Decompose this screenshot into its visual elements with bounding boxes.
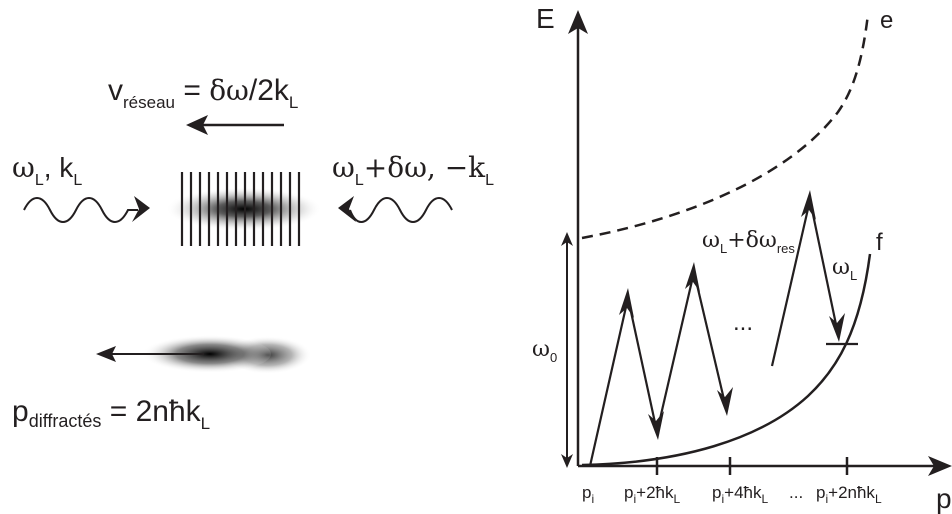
transition-up-1 <box>588 297 630 467</box>
x-ticks <box>655 457 849 475</box>
transition-up-n <box>770 199 812 367</box>
tick-label-ellipsis: ... <box>789 483 803 502</box>
tick-label-pi: pi <box>582 483 594 506</box>
transitions-ellipsis: ... <box>733 309 753 336</box>
excited-state-curve <box>581 13 870 240</box>
lattice-velocity-arrowhead <box>186 115 208 135</box>
transition-up-label: ωL+δωres <box>702 228 795 256</box>
ground-state-label: f <box>876 229 883 256</box>
right-wave <box>349 197 453 223</box>
momentum-axis-arrowhead <box>928 456 952 476</box>
energy-axis-arrowhead <box>568 10 588 34</box>
optical-lattice <box>180 172 301 246</box>
transition-arrowheads <box>619 190 845 440</box>
transition-down-n <box>808 199 840 335</box>
diffracted-momentum-label: pdiffractés = 2nħkL <box>12 395 210 433</box>
transition-down-2 <box>692 271 728 409</box>
transitions <box>588 199 840 467</box>
right-beam-label: ωL+δω, −kL <box>332 151 494 189</box>
omega0-bottom-arrowhead <box>561 454 573 468</box>
diffracted-arrowhead <box>96 346 116 362</box>
transition-down-label: ωL <box>832 255 857 283</box>
momentum-axis-label: p <box>936 483 952 514</box>
left-beam-label: ωL, kL <box>12 151 82 189</box>
lattice-velocity-label: vréseau = δω/2kL <box>108 74 298 112</box>
tick-label-pi-4hk: pi+4ħkL <box>712 483 768 506</box>
transition-down-1 <box>626 297 659 433</box>
tick-label-pi-2hk: pi+2ħkL <box>624 483 680 506</box>
transition-up-2 <box>655 271 696 433</box>
excited-state-label: e <box>880 7 893 34</box>
ground-state-curve <box>581 253 872 467</box>
right-wave-arrowhead <box>338 196 356 222</box>
omega0-label: ω0 <box>532 337 557 365</box>
left-wave-arrowhead <box>132 196 150 222</box>
energy-axis-label: E <box>536 3 555 34</box>
tick-label-pi-2nhk: pi+2nħkL <box>816 483 882 506</box>
omega0-top-arrowhead <box>561 232 573 246</box>
left-wave <box>23 197 138 223</box>
